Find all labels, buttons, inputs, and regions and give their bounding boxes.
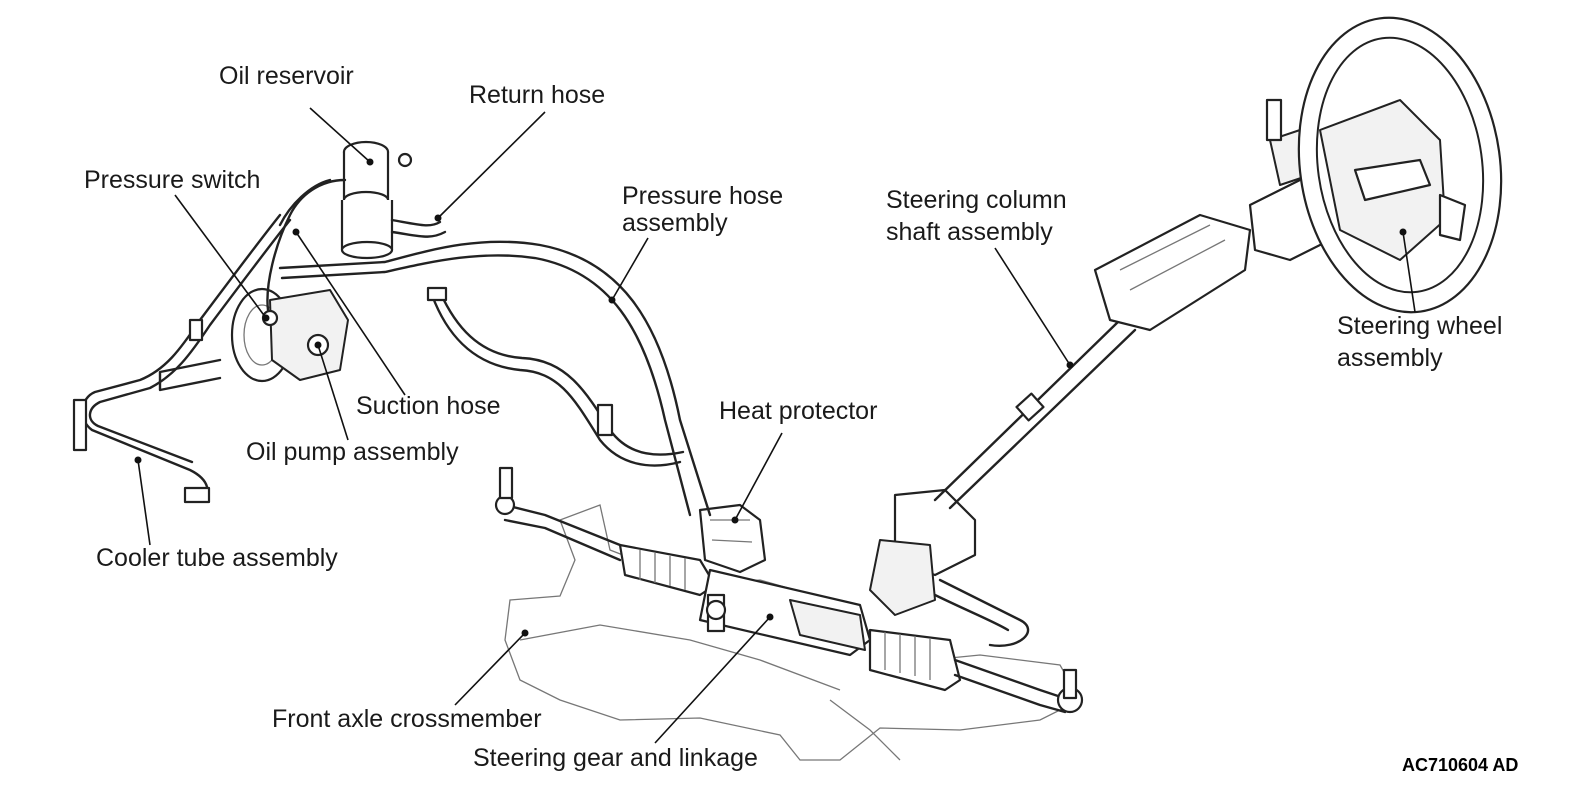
steering-wheel-drawing — [1297, 16, 1503, 314]
label-steering-wheel-line1: Steering wheel — [1337, 312, 1503, 340]
figure-code: AC710604 AD — [1402, 755, 1519, 775]
label-pressure-hose-line1: Pressure hose — [622, 182, 784, 210]
label-steering-wheel-line2: assembly — [1337, 344, 1443, 372]
label-suction-hose: Suction hose — [356, 392, 501, 420]
label-cooler-tube: Cooler tube assembly — [96, 544, 338, 572]
label-pressure-hose-line2: assembly — [622, 209, 728, 237]
hoses-drawing — [266, 178, 1030, 647]
leader-lines — [134, 107, 1416, 744]
label-heat-protector: Heat protector — [719, 397, 878, 425]
cooler-tube-drawing — [72, 213, 292, 504]
heat-protector-drawing — [698, 503, 767, 574]
label-front-axle: Front axle crossmember — [272, 705, 542, 733]
steering-rack-drawing — [494, 466, 1084, 714]
label-return-hose: Return hose — [469, 81, 606, 109]
label-steering-gear: Steering gear and linkage — [473, 744, 758, 772]
label-pressure-switch: Pressure switch — [84, 166, 261, 194]
oil-reservoir-drawing — [340, 140, 413, 260]
steering-column-drawing — [869, 98, 1357, 616]
oil-pump-drawing — [230, 287, 349, 383]
label-oil-pump: Oil pump assembly — [246, 438, 459, 466]
label-steering-column-line2: shaft assembly — [886, 218, 1053, 246]
label-steering-column-line1: Steering column — [886, 186, 1067, 214]
label-oil-reservoir: Oil reservoir — [219, 62, 354, 90]
